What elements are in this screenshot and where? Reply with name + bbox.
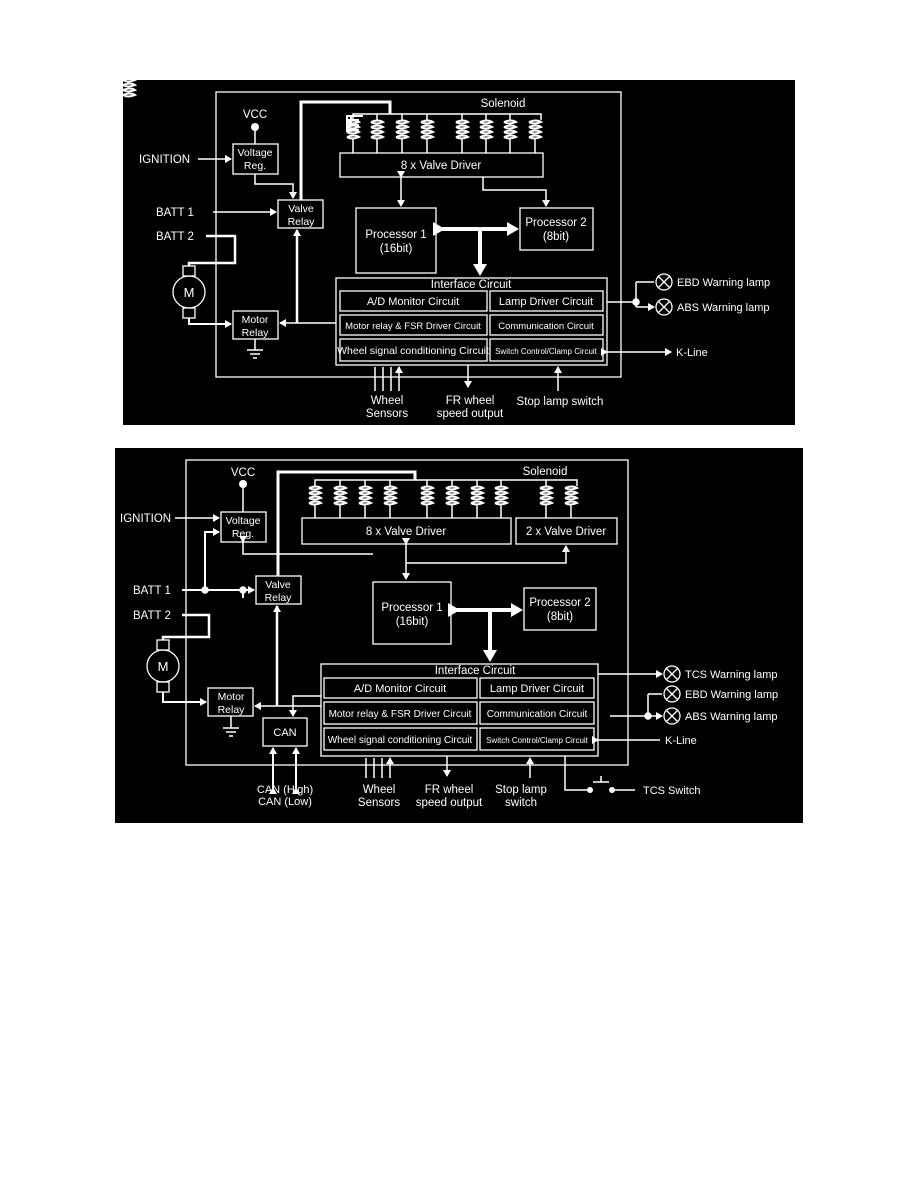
wheel-sensors-label-2: Sensors	[366, 408, 408, 420]
communication-label-2: Communication Circuit	[487, 709, 588, 720]
batt2-label-2: BATT 2	[133, 610, 171, 622]
can-box	[262, 717, 308, 747]
processor-2-box	[519, 207, 594, 251]
voltage-reg-label-2a: Voltage	[225, 515, 260, 527]
motor-relay-label-2b: Relay	[218, 704, 246, 716]
switch-control-label: Switch Control/Clamp Circuit	[495, 347, 598, 356]
diagram-1-canvas: VCC Solenoid IGNITION BATT 1 BATT 2 Volt…	[123, 80, 770, 420]
ebd-lamp-icon-2	[663, 685, 681, 703]
batt1-label-2: BATT 1	[133, 585, 171, 597]
valve-relay-label-2: Relay	[288, 216, 316, 228]
fr-wheel-label-2a: FR wheel	[425, 784, 474, 796]
valve-driver-2-box	[515, 517, 618, 545]
fr-wheel-label-2: speed output	[437, 408, 504, 420]
voltage-reg-label-2: Reg.	[244, 160, 266, 172]
solenoid-coils	[123, 80, 542, 140]
ecu-outline-2	[185, 459, 629, 766]
wheel-sensors-label-2a: Wheel	[363, 784, 396, 796]
voltage-reg-label-2b: Reg.	[232, 528, 254, 540]
processor-1-label-2a: Processor 1	[381, 602, 442, 614]
interface-circuit-label: Interface Circuit	[431, 279, 512, 291]
valve-driver-label: 8 x Valve Driver	[401, 160, 481, 172]
solenoid-coils-2	[308, 485, 578, 506]
kline-label-2: K-Line	[665, 735, 697, 747]
can-label: CAN	[273, 727, 296, 739]
tcs-switch-label: TCS Switch	[643, 785, 700, 797]
wheel-signal-label-2: Wheel signal conditioning Circuit	[328, 735, 473, 746]
stop-lamp-label-2a: Stop lamp	[495, 784, 547, 796]
wheel-signal-label: Wheel signal conditioning Circuit	[337, 345, 489, 357]
processor-1-label-2b: (16bit)	[396, 616, 429, 628]
ignition-label-2: IGNITION	[120, 513, 171, 525]
can-low-label: CAN (Low)	[258, 796, 312, 808]
motor-relay-fsr-label-2: Motor relay & FSR Driver Circuit	[329, 709, 472, 720]
processor-1-label-2: (16bit)	[380, 243, 413, 255]
wheel-sensors-label-1: Wheel	[371, 395, 404, 407]
motor-label-2: M	[158, 659, 169, 674]
fr-wheel-label-2b: speed output	[416, 797, 483, 809]
ebd-lamp-icon	[655, 273, 673, 291]
fr-wheel-label-1: FR wheel	[446, 395, 495, 407]
processor-2-label-2a: Processor 2	[529, 597, 590, 609]
interface-circuit-box	[335, 277, 608, 366]
processor-1-label-1: Processor 1	[365, 229, 426, 241]
diagram-2-canvas: VCC Solenoid IGNITION BATT 1 BATT 2 Volt…	[120, 459, 778, 809]
interface-circuit-label-2: Interface Circuit	[435, 665, 516, 677]
motor-relay-label-2a: Motor	[218, 691, 245, 703]
valve-relay-label-2a: Valve	[265, 579, 291, 591]
valve-relay-label-2b: Relay	[265, 592, 293, 604]
switch-control-label-2: Switch Control/Clamp Circuit	[486, 736, 589, 745]
solenoid-label-2: Solenoid	[523, 466, 568, 478]
vcc-label-2: VCC	[231, 467, 255, 479]
ignition-label: IGNITION	[139, 154, 190, 166]
valve-relay-label-1: Valve	[288, 203, 314, 215]
processor-2-label-2b: (8bit)	[547, 611, 573, 623]
valve-driver-box	[339, 152, 544, 178]
abs-lamp-label-2: ABS Warning lamp	[685, 711, 778, 723]
stop-lamp-label-2b: switch	[505, 797, 537, 809]
motor-relay-label-2: Relay	[242, 327, 270, 339]
valve-driver-2-label: 2 x Valve Driver	[526, 526, 606, 538]
wheel-sensors-label-2b: Sensors	[358, 797, 400, 809]
abs-lamp-label: ABS Warning lamp	[677, 302, 770, 314]
abs-block-diagram-1: VCC Solenoid IGNITION BATT 1 BATT 2 Volt…	[123, 80, 795, 425]
vcc-label: VCC	[243, 109, 267, 121]
valve-driver-label-2: 8 x Valve Driver	[366, 526, 446, 538]
kline-label: K-Line	[676, 347, 708, 359]
stop-lamp-label: Stop lamp switch	[517, 396, 604, 408]
processor-1-box	[355, 207, 437, 274]
ad-monitor-label: A/D Monitor Circuit	[367, 296, 459, 308]
processor-2-label-1: Processor 2	[525, 217, 586, 229]
ad-monitor-label-2: A/D Monitor Circuit	[354, 683, 446, 695]
solenoid-label: Solenoid	[481, 98, 526, 110]
motor-label: M	[184, 285, 195, 300]
ebd-lamp-label: EBD Warning lamp	[677, 277, 770, 289]
interface-circuit-box-2	[320, 663, 599, 757]
voltage-reg-label-1: Voltage	[237, 147, 272, 159]
batt1-label: BATT 1	[156, 207, 194, 219]
ecu-outline	[215, 91, 622, 378]
can-high-label: CAN (High)	[257, 784, 313, 796]
lamp-driver-label: Lamp Driver Circuit	[499, 296, 593, 308]
batt2-label: BATT 2	[156, 231, 194, 243]
processor-2-label-2: (8bit)	[543, 231, 569, 243]
motor-relay-label-1: Motor	[242, 314, 269, 326]
abs-block-diagram-2: VCC Solenoid IGNITION BATT 1 BATT 2 Volt…	[115, 448, 803, 823]
communication-label: Communication Circuit	[498, 321, 594, 332]
processor-2-box-2	[523, 587, 597, 631]
lamp-driver-label-2: Lamp Driver Circuit	[490, 683, 584, 695]
tcs-lamp-label: TCS Warning lamp	[685, 669, 778, 681]
tcs-lamp-icon	[663, 665, 681, 683]
motor-relay-fsr-label: Motor relay & FSR Driver Circuit	[345, 321, 481, 332]
ebd-lamp-label-2: EBD Warning lamp	[685, 689, 778, 701]
